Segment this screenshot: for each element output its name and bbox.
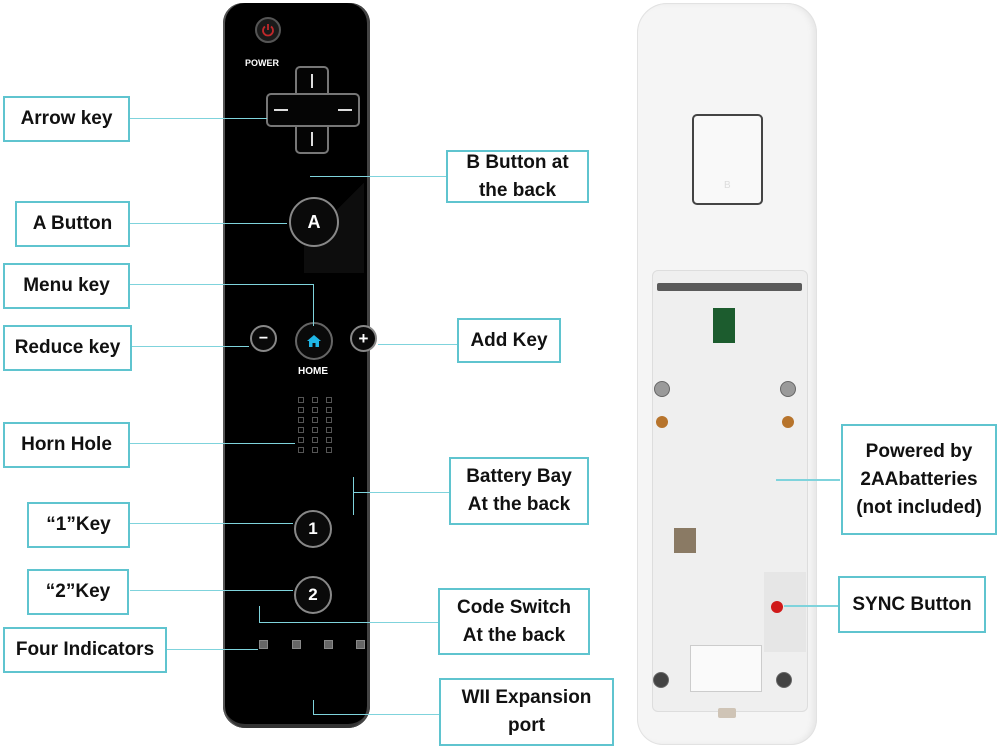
leader-key-1 [130,523,293,524]
brass-post [656,416,668,428]
label-code-switch: Code Switch At the back [438,588,590,655]
screw [653,672,669,688]
battery-contact-strip [657,283,802,291]
label-sync-button: SYNC Button [838,576,986,633]
circuit-board [713,308,735,343]
sync-panel [764,572,806,652]
leader-add-key [378,344,457,345]
power-label: POWER [245,58,280,68]
screw [654,381,670,397]
leader-menu-key-v [313,284,314,326]
plus-button[interactable]: + [350,325,377,352]
indicator-1 [259,640,268,649]
home-button[interactable] [295,322,333,360]
label-menu-key: Menu key [3,263,130,309]
label-four-indicators: Four Indicators [3,627,167,673]
dpad-right-mark [338,109,352,111]
leader-arrow-key [130,118,267,119]
label-horn-hole: Horn Hole [3,422,130,468]
screw [776,672,792,688]
arrow-key-dpad[interactable] [266,66,360,154]
horn-hole-grid [296,395,334,467]
sync-button[interactable] [771,601,783,613]
a-button[interactable]: A [289,197,339,247]
label-arrow-key: Arrow key [3,96,130,142]
leader-battery-v [353,477,354,515]
dpad-down-mark [311,132,313,146]
dpad-center [297,95,327,125]
leader-battery [353,492,449,493]
power-button[interactable] [255,17,281,43]
strap-hole [718,708,736,718]
indicator-4 [356,640,365,649]
leader-b-button [310,176,446,177]
label-add-key: Add Key [457,318,561,363]
dpad-left-mark [274,109,288,111]
two-button[interactable]: 2 [294,576,332,614]
leader-port-v [313,700,314,714]
label-key-2: “2”Key [27,569,129,615]
minus-button[interactable]: − [250,325,277,352]
leader-code-v [259,606,260,622]
label-battery-bay: Battery Bay At the back [449,457,589,525]
indicator-2 [292,640,301,649]
leader-indicators [166,649,258,650]
b-glyph: B [724,180,731,191]
label-key-1: “1”Key [27,502,130,548]
expansion-port-slot [690,645,762,692]
battery-terminal [674,528,696,553]
power-icon [262,24,274,37]
label-powered-by: Powered by 2AAbatteries (not included) [841,424,997,535]
leader-a-button [130,223,287,224]
b-button[interactable]: B [692,114,763,205]
dpad-up-mark [311,74,313,88]
indicator-3 [324,640,333,649]
home-label: HOME [298,366,328,377]
label-a-button: A Button [15,201,130,247]
label-b-button: B Button at the back [446,150,589,203]
leader-powered-by [776,479,840,481]
home-icon [307,335,321,347]
leader-reduce-key [130,346,249,347]
one-button[interactable]: 1 [294,510,332,548]
brass-post [782,416,794,428]
leader-horn-hole [130,443,295,444]
label-expansion-port: WII Expansion port [439,678,614,746]
leader-expansion-port [313,714,440,715]
leader-menu-key [130,284,313,285]
leader-code-switch [259,622,439,623]
screw [780,381,796,397]
leader-key-2 [130,590,293,591]
label-reduce-key: Reduce key [3,325,132,371]
leader-sync [784,605,838,607]
